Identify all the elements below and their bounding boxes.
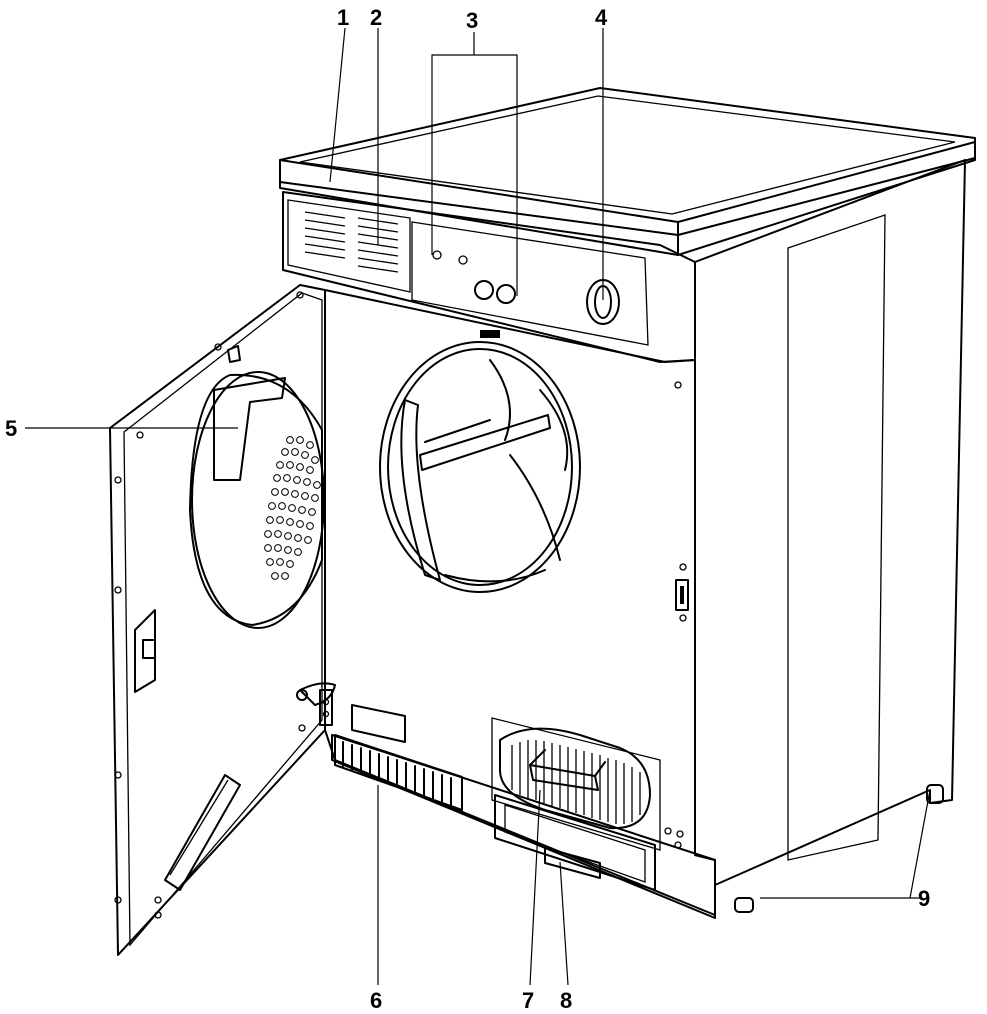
door-lock: [134, 609, 156, 693]
callout-7: 7: [522, 988, 534, 1013]
control-panel: [282, 191, 696, 363]
callout-1: 1: [337, 5, 349, 30]
air-vent-grille: [304, 211, 399, 273]
callout-labels: 1 2 3 4 5 6 7 8 9: [5, 5, 930, 1013]
top-cover: [279, 87, 976, 256]
callout-8: 8: [560, 988, 572, 1013]
leader-lines: [25, 27, 931, 986]
drum-paddles: [419, 359, 569, 583]
filter-mesh: [264, 436, 321, 580]
callout-9: 9: [918, 886, 930, 911]
condenser-cover: [491, 717, 684, 851]
callout-3: 3: [466, 8, 478, 33]
callout-5: 5: [5, 416, 17, 441]
door-hinge: [296, 682, 336, 726]
door: [109, 284, 336, 956]
water-container: [494, 794, 656, 891]
callout-2: 2: [370, 5, 382, 30]
front-air-vent: [334, 734, 463, 811]
door-handle-recess: [164, 774, 241, 891]
rating-plate: [351, 704, 406, 743]
callout-4: 4: [595, 5, 608, 30]
indicator-light: [458, 255, 468, 265]
indicator-light: [432, 250, 442, 260]
callout-6: 6: [370, 988, 382, 1013]
condenser-grille: [511, 740, 641, 824]
fluff-filter: [189, 345, 325, 629]
option-button: [496, 284, 516, 304]
drum-opening: [379, 330, 581, 593]
door-catch: [675, 563, 689, 622]
cabinet-side-panel: [694, 159, 966, 913]
cabinet-front: [324, 289, 716, 919]
condenser-handle: [529, 749, 606, 791]
adjustable-foot: [734, 784, 944, 913]
option-button: [474, 280, 494, 300]
